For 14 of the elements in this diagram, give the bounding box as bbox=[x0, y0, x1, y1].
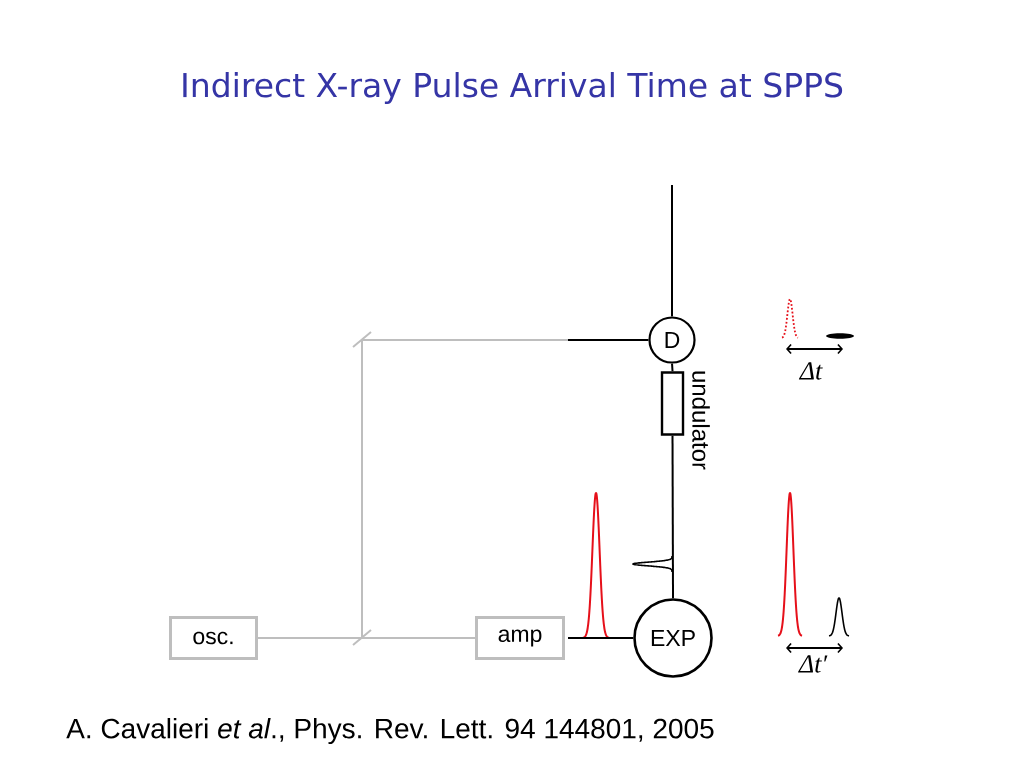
beam-line bbox=[361, 339, 650, 639]
slide-title: Indirect X-ray Pulse Arrival Time at SPPS bbox=[183, 72, 843, 104]
beam-line bbox=[257, 637, 363, 639]
amplifier-box: amp bbox=[475, 616, 565, 660]
component-label: undulator bbox=[692, 371, 710, 470]
beam-line bbox=[671, 362, 674, 373]
citation: A. Cavalieri et al., Phys. Rev. Lett. 94 144801, 2005 bbox=[66, 717, 714, 745]
beam-line bbox=[671, 434, 674, 600]
time-delay-label: Δt bbox=[798, 362, 823, 380]
time-delay-label: Δt′ bbox=[798, 655, 828, 673]
beam-line bbox=[567, 637, 635, 639]
oscillator-box: osc. bbox=[169, 616, 258, 660]
beam-line bbox=[361, 637, 476, 639]
beam-line bbox=[671, 184, 673, 318]
